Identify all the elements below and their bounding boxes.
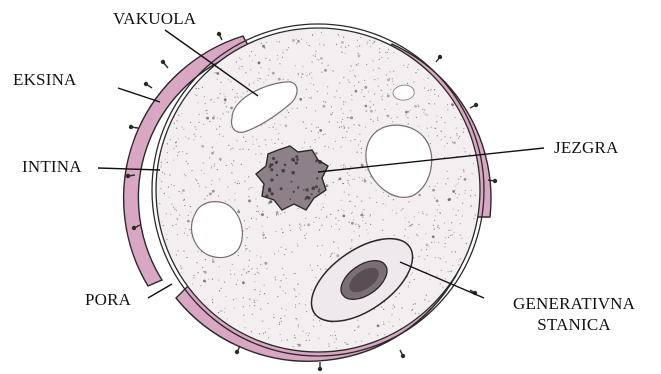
label-vakuola: VAKUOLA <box>113 9 196 28</box>
leader-pora <box>148 284 172 298</box>
label-pora: PORA <box>85 290 131 309</box>
label-generativna-line2: STANICA <box>513 314 635 335</box>
leader-intina <box>98 168 160 170</box>
label-generativna-stanica: GENERATIVNA STANICA <box>513 293 635 335</box>
label-generativna-line1: GENERATIVNA <box>513 293 635 314</box>
label-intina: INTINA <box>22 157 82 176</box>
vacuole-small-top-right <box>393 85 414 100</box>
leader-eksina <box>118 88 160 102</box>
label-jezgra: JEZGRA <box>554 138 618 157</box>
label-eksina: EKSINA <box>13 70 77 89</box>
